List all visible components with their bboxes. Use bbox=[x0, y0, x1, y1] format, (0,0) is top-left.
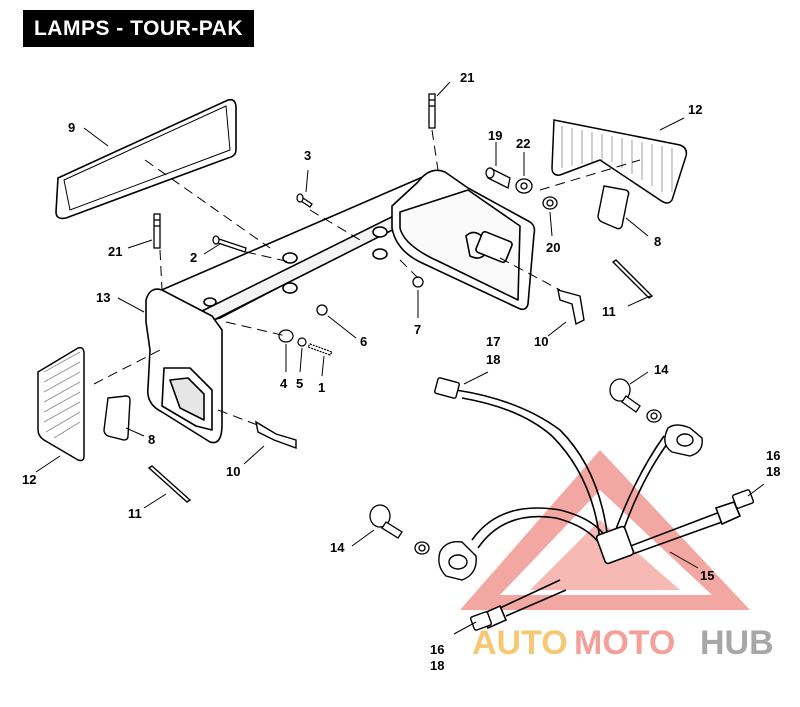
callout-3: 3 bbox=[304, 148, 311, 163]
watermark-logo bbox=[460, 450, 750, 610]
stud-21-top bbox=[428, 93, 436, 129]
callout-7: 7 bbox=[414, 322, 421, 337]
callout-11-right: 11 bbox=[602, 304, 616, 319]
callout-10-left: 10 bbox=[226, 464, 240, 479]
housing-13 bbox=[145, 169, 536, 444]
callout-18-right: 18 bbox=[766, 464, 780, 479]
callout-22: 22 bbox=[516, 136, 530, 151]
callout-21-top: 21 bbox=[460, 70, 474, 85]
nut-6 bbox=[316, 304, 328, 316]
callout-5: 5 bbox=[296, 376, 303, 391]
callout-17: 17 bbox=[486, 334, 500, 349]
callout-9: 9 bbox=[68, 120, 75, 135]
screw-3 bbox=[296, 193, 313, 208]
callout-15: 15 bbox=[700, 568, 714, 583]
callout-2: 2 bbox=[190, 250, 197, 265]
socket-19 bbox=[485, 167, 511, 189]
svg-text:AUTO: AUTO bbox=[472, 624, 568, 662]
svg-text:MOTO: MOTO bbox=[574, 624, 675, 662]
connector-17 bbox=[434, 377, 460, 399]
lamp-socket-left bbox=[438, 541, 477, 581]
grommet-20 bbox=[542, 196, 558, 210]
callout-11-left: 11 bbox=[128, 506, 142, 521]
page-title: LAMPS - TOUR-PAK bbox=[23, 10, 254, 47]
bracket-10-left bbox=[255, 420, 297, 449]
pad-8-right bbox=[597, 185, 630, 230]
callout-14-left: 14 bbox=[330, 540, 345, 555]
callout-10-right: 10 bbox=[534, 334, 548, 349]
callout-16-bottom: 16 bbox=[430, 642, 444, 657]
callout-13: 13 bbox=[96, 290, 110, 305]
bulb-14-right bbox=[609, 378, 662, 423]
svg-text:HUB: HUB bbox=[700, 624, 774, 662]
callout-labels: 21 9 3 19 22 12 8 20 21 2 13 6 7 11 10 1… bbox=[22, 70, 780, 673]
callout-12-left: 12 bbox=[22, 472, 36, 487]
strip-11 bbox=[147, 259, 654, 503]
fastener-set-1-4-5 bbox=[278, 329, 333, 356]
leader-lines bbox=[35, 81, 765, 635]
bracket-10-right bbox=[557, 289, 585, 326]
callout-18-mid: 18 bbox=[486, 352, 500, 367]
callout-6: 6 bbox=[360, 334, 367, 349]
callout-20: 20 bbox=[546, 240, 560, 255]
callout-14-right: 14 bbox=[654, 362, 669, 377]
screw-2 bbox=[212, 235, 247, 253]
callout-8-left: 8 bbox=[148, 432, 155, 447]
watermark-text: AUTO MOTO HUB bbox=[472, 624, 774, 662]
lamp-socket-right bbox=[664, 424, 703, 457]
pad-8-left bbox=[103, 395, 131, 441]
callout-12-top: 12 bbox=[688, 102, 702, 117]
washer-22 bbox=[515, 178, 533, 194]
lens-9 bbox=[55, 98, 237, 220]
callout-18-bottom: 18 bbox=[430, 658, 444, 673]
callout-1: 1 bbox=[318, 380, 325, 395]
callout-21-left: 21 bbox=[108, 244, 122, 259]
callout-19: 19 bbox=[488, 128, 502, 143]
assembly-lines bbox=[93, 129, 641, 427]
lens-12-left bbox=[37, 346, 85, 462]
nut-7 bbox=[412, 276, 424, 288]
callout-16-right: 16 bbox=[766, 448, 780, 463]
callout-4: 4 bbox=[280, 376, 288, 391]
bulb-14-left bbox=[369, 504, 430, 555]
stud-21-left bbox=[153, 213, 161, 249]
wiring-harness-15 bbox=[455, 389, 742, 630]
connector-16-right bbox=[732, 489, 754, 509]
lens-12-right bbox=[551, 119, 688, 204]
callout-8-right: 8 bbox=[654, 234, 661, 249]
